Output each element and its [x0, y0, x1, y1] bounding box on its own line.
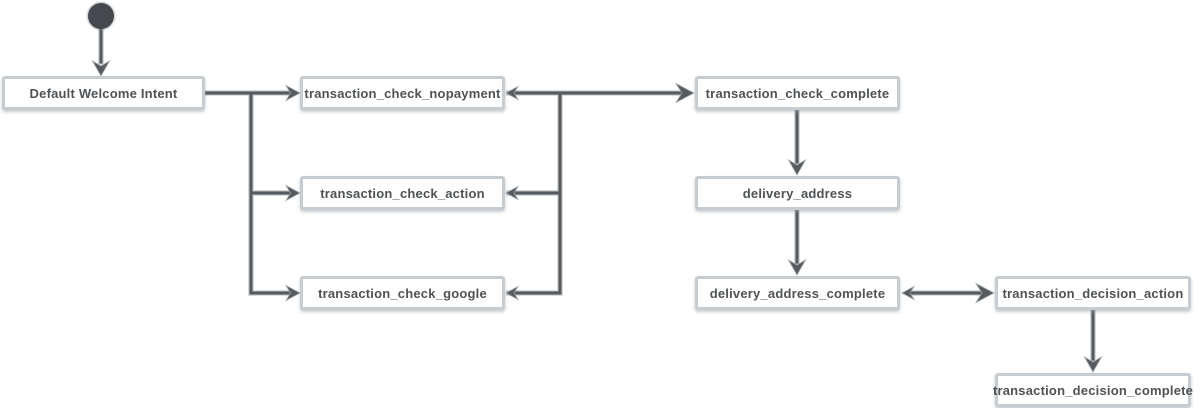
node-label: Default Welcome Intent: [29, 85, 178, 101]
arrowhead-right-icon: [284, 284, 301, 302]
arrowhead-right-icon: [284, 184, 301, 202]
arrowhead-right-icon: [284, 84, 301, 102]
node-label: transaction_check_google: [318, 285, 487, 301]
arrowhead-down-icon: [787, 258, 807, 276]
edge-complete-to-delivery: [787, 107, 807, 176]
arrowhead-right-icon: [674, 82, 695, 104]
node-transaction-check-complete[interactable]: transaction_check_complete: [695, 76, 900, 110]
node-transaction-decision-action[interactable]: transaction_decision_action: [995, 276, 1191, 310]
edge-start-to-welcome: [91, 26, 111, 77]
arrowhead-left-icon: [505, 85, 520, 101]
node-label: transaction_check_nopayment: [304, 85, 501, 101]
node-label: transaction_decision_action: [1002, 285, 1184, 301]
edge-checks-to-complete: [505, 82, 695, 301]
edge-welcome-to-checks: [202, 84, 301, 302]
arrowhead-left-icon: [505, 285, 520, 301]
edge-decision-action-to-decision-complete: [1083, 307, 1103, 373]
node-delivery-address-complete[interactable]: delivery_address_complete: [695, 276, 900, 310]
node-delivery-address[interactable]: delivery_address: [695, 176, 900, 210]
edge-delivery-complete-to-decision-action: [901, 282, 995, 304]
arrowhead-down-icon: [787, 158, 807, 176]
node-transaction-decision-complete[interactable]: transaction_decision_complete: [992, 373, 1194, 407]
node-transaction-check-nopayment[interactable]: transaction_check_nopayment: [300, 76, 505, 110]
node-transaction-check-google[interactable]: transaction_check_google: [300, 276, 505, 310]
node-default-welcome-intent[interactable]: Default Welcome Intent: [2, 76, 205, 110]
node-label: transaction_check_complete: [705, 85, 890, 101]
arrowhead-left-icon: [901, 285, 916, 301]
arrowhead-down-icon: [91, 59, 111, 77]
edge-delivery-to-delivery-complete: [787, 207, 807, 276]
node-transaction-check-action[interactable]: transaction_check_action: [300, 176, 505, 210]
arrowhead-down-icon: [1083, 355, 1103, 373]
arrowhead-left-icon: [505, 185, 520, 201]
node-label: transaction_check_action: [320, 185, 485, 201]
node-label: delivery_address: [742, 185, 853, 201]
start-node-icon: [88, 3, 114, 29]
node-label: transaction_decision_complete: [992, 382, 1194, 398]
arrowhead-right-icon: [974, 282, 995, 304]
node-label: delivery_address_complete: [709, 285, 886, 301]
